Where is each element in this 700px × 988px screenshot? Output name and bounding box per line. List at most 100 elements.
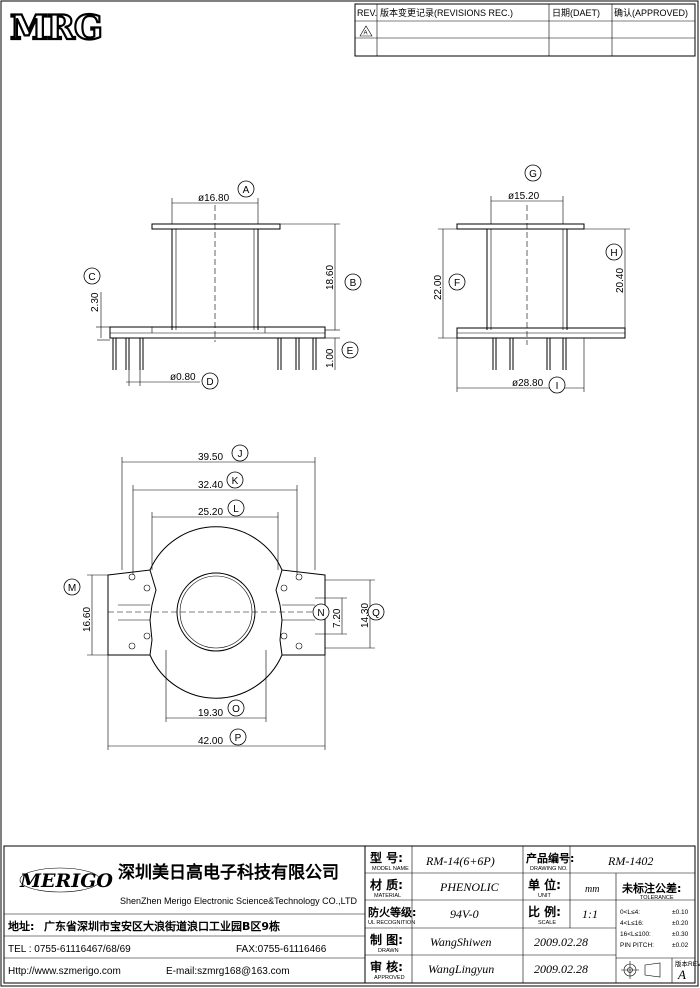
dim-n-value: 7.20: [332, 608, 343, 628]
material-label: 材 质:: [369, 877, 403, 892]
dim-f-value: 22.00: [433, 275, 444, 300]
unit-value: mm: [585, 884, 599, 895]
svg-text:K: K: [232, 476, 239, 487]
revision-table: REV. 版本变更记录(REVISIONS REC.) 日期(DAET) 确认(…: [354, 3, 696, 57]
svg-text:N: N: [317, 608, 324, 619]
dim-q-value: 14.30: [360, 603, 371, 628]
scale-value: 1:1: [582, 907, 598, 921]
logo-text: MRG: [10, 8, 102, 48]
date-label: 日期(DAET): [552, 8, 600, 18]
version-label: 版本REV.: [675, 959, 700, 968]
tol4-value: ±0.02: [672, 942, 689, 949]
ul-value: 94V-0: [450, 907, 479, 921]
svg-text:L: L: [233, 504, 239, 515]
tol3-value: ±0.30: [672, 931, 689, 938]
tol1-label: 0<L≤4:: [620, 909, 640, 916]
svg-text:G: G: [529, 169, 537, 180]
dim-n-bubble: [312, 603, 330, 621]
ul-label: 防火等级:: [368, 905, 416, 919]
tolerance-label: 未标注公差:: [621, 881, 681, 895]
dim-b-value: 18.60: [325, 265, 336, 290]
header-logo: MRG: [9, 7, 104, 49]
dim-p-value: 42.00: [198, 736, 223, 747]
ul-label-en: UL RECOGNITION: [368, 920, 415, 926]
model-label: 型 号:: [370, 850, 403, 865]
dim-j-value: 39.50: [198, 452, 223, 463]
dim-g-value: ø15.20: [508, 191, 540, 202]
dim-p-bubble: [229, 728, 247, 746]
dim-a-bubble: [237, 180, 255, 198]
plan-view: 39.50 J 32.40 K 25.20 L 16.60 M 7.20 N: [63, 444, 385, 750]
svg-text:H: H: [610, 248, 617, 259]
fax: FAX:0755-61116466: [236, 944, 327, 955]
model-label-en: MODEL NAME: [372, 866, 409, 872]
rev-record-label: 版本变更记录(REVISIONS REC.): [380, 7, 513, 18]
rev-label: REV.: [357, 8, 377, 18]
dim-a-value: ø16.80: [198, 193, 230, 204]
material-value: PHENOLIC: [439, 880, 500, 894]
tel: TEL : 0755-61116467/68/69: [8, 944, 131, 955]
dim-q-bubble: [367, 603, 385, 621]
dim-h-bubble: [605, 243, 623, 261]
dim-j-bubble: [231, 444, 249, 462]
unit-label-en: UNIT: [538, 893, 551, 899]
company-name-en: ShenZhen Merigo Electronic Science&Techn…: [120, 896, 357, 906]
approved-date: 2009.02.28: [534, 962, 588, 976]
svg-text:O: O: [232, 704, 240, 715]
dim-c-value: 2.30: [90, 292, 101, 312]
tol2-value: ±0.20: [672, 920, 689, 927]
svg-text:A: A: [243, 185, 250, 196]
tol4-label: PIN PITCH:: [620, 942, 654, 949]
dim-l-value: 25.20: [198, 507, 223, 518]
svg-text:Q: Q: [372, 608, 380, 619]
dim-d-bubble: [201, 372, 219, 390]
dim-d-value: ø0.80: [170, 372, 196, 383]
svg-text:B: B: [350, 278, 357, 289]
merigo-logo: MERIGO: [19, 867, 113, 893]
tolerance-label-en: TOLERANCE: [640, 895, 674, 901]
drawn-date: 2009.02.28: [534, 935, 588, 949]
dim-k-value: 32.40: [198, 480, 223, 491]
dim-k-bubble: [226, 471, 244, 489]
email: E-mail:szmrg168@163.com: [166, 966, 290, 977]
approved-label: 确认(APPROVED): [614, 7, 688, 18]
dim-m-value: 16.60: [82, 607, 93, 632]
approved-by: WangLingyun: [428, 962, 494, 976]
svg-text:E: E: [347, 346, 354, 357]
website: Http://www.szmerigo.com: [8, 966, 121, 977]
rev-mark: A: [364, 31, 368, 37]
dim-m-bubble: [63, 578, 81, 596]
address-label: 地址:: [8, 919, 34, 933]
tol1-value: ±0.10: [672, 909, 689, 916]
title-block: MERIGO 深圳美日高电子科技有限公司 ShenZhen Merigo Ele…: [3, 845, 700, 984]
tol3-label: 16<L≤100:: [620, 931, 651, 938]
side-view-left: ø16.80 A 18.60 B 2.30 C ø0.80 D 1.00 E: [83, 180, 362, 390]
dim-b-bubble: [344, 273, 362, 291]
dim-e-value: 1.00: [325, 348, 336, 368]
svg-text:MERIGO: MERIGO: [19, 870, 113, 892]
svg-text:J: J: [238, 449, 243, 460]
drawn-label: 制 图:: [370, 932, 403, 947]
dim-h-value: 20.40: [615, 268, 626, 293]
revision-triangle-icon: [359, 25, 373, 37]
drawing-no-label-en: DRAWING NO.: [530, 866, 568, 872]
dim-e-bubble: [341, 341, 359, 359]
dim-o-bubble: [227, 699, 245, 717]
dim-c-bubble: [83, 267, 101, 285]
company-name-cn: 深圳美日高电子科技有限公司: [118, 862, 339, 883]
address: 广东省深圳市宝安区大浪街道浪口工业园B区9栋: [44, 919, 280, 933]
svg-text:I: I: [556, 381, 559, 392]
approved-by-label-en: APPROVED: [374, 975, 405, 981]
svg-text:D: D: [206, 377, 213, 388]
side-view-right: ø15.20 G 22.00 F 20.40 H ø28.80 I: [433, 164, 630, 394]
drawn-by: WangShiwen: [430, 935, 492, 949]
drawing-no-label: 产品编号:: [526, 851, 574, 865]
approved-by-label: 审 核:: [370, 959, 403, 974]
svg-text:P: P: [235, 733, 242, 744]
material-label-en: MATERIAL: [374, 893, 401, 899]
projection-symbol-icon: [621, 961, 661, 979]
model-value: RM-14(6+6P): [425, 854, 495, 868]
dim-f-bubble: [448, 273, 466, 291]
